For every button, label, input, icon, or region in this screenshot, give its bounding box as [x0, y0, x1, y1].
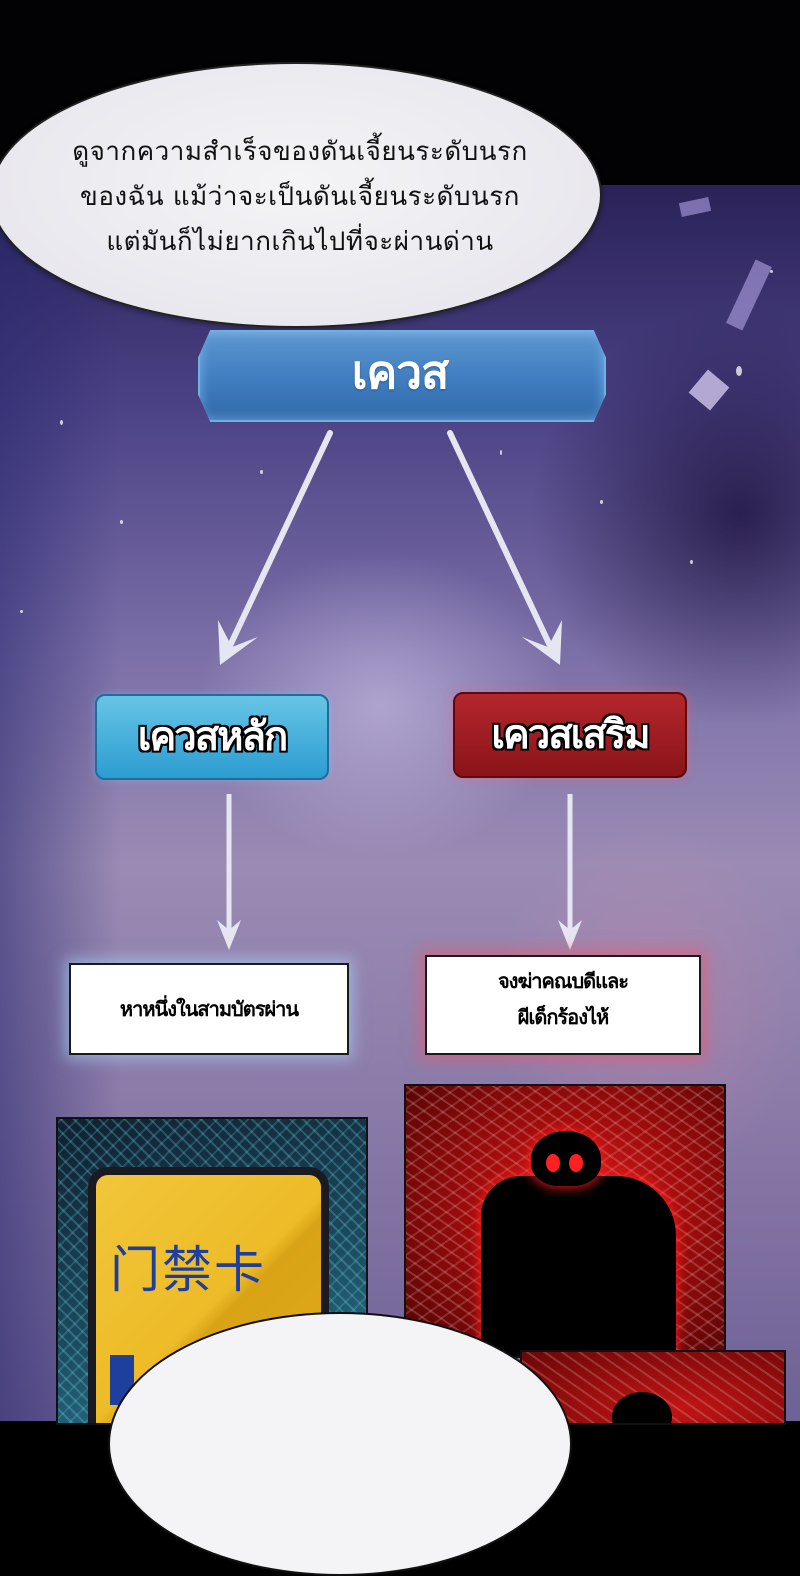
main-quest-label: เควสหลัก — [137, 713, 289, 761]
sparkle — [260, 470, 263, 474]
quest-root-label: เควส — [351, 345, 449, 399]
sparkle — [120, 520, 123, 524]
speech-bubble-top — [0, 62, 602, 328]
sparkle — [690, 560, 693, 564]
arrow-down-left-icon — [218, 430, 333, 665]
side-quest-note-line: ผีเด็กร้องไห้ — [517, 1005, 609, 1029]
sparkle — [736, 366, 742, 376]
main-quest-banner: เควสหลัก — [95, 694, 329, 780]
sparkle — [600, 500, 603, 504]
main-quest-note: หาหนึ่งในสามบัตรผ่าน — [69, 963, 349, 1055]
arrow-down-right-icon — [447, 430, 562, 665]
shadow-figure-panel — [404, 1084, 726, 1358]
side-quest-note: จงฆ่าคณบดีและ ผีเด็กร้องไห้ — [425, 955, 701, 1055]
shadow-figure-body — [481, 1176, 676, 1356]
side-quest-label: เควสเสริม — [490, 711, 651, 759]
speech-line: ของฉัน แม้ว่าจะเป็นดันเจี้ยนระดับนรก — [80, 182, 520, 212]
speech-bubble-text: ดูจากความสำเร็จของดันเจี้ยนระดับนรก ของฉ… — [10, 130, 590, 265]
comic-page: ดูจากความสำเร็จของดันเจี้ยนระดับนรก ของฉ… — [0, 62, 800, 1576]
speech-bubble-bottom — [108, 1312, 572, 1576]
side-quest-note-line: จงฆ่าคณบดีและ — [497, 969, 629, 993]
quest-root-banner — [198, 330, 606, 422]
sparkle — [500, 450, 502, 455]
speech-line: ดูจากความสำเร็จของดันเจี้ยนระดับนรก — [72, 137, 528, 167]
sparkle — [20, 610, 23, 613]
side-quest-banner: เควสเสริม — [453, 692, 687, 778]
arrow-down-icon — [558, 794, 582, 950]
sparkle — [770, 270, 773, 273]
glowing-eye-icon — [546, 1154, 560, 1172]
shadow-figure-head — [531, 1131, 601, 1186]
access-card-text: 门禁卡 — [110, 1241, 266, 1299]
glowing-eye-icon — [569, 1154, 583, 1172]
speech-line: แต่มันก็ไม่ยากเกินไปที่จะผ่านด่าน — [106, 227, 494, 257]
main-quest-note-text: หาหนึ่งในสามบัตรผ่าน — [119, 997, 299, 1021]
sparkle — [60, 420, 63, 425]
shadow-figure-small — [612, 1392, 672, 1423]
arrow-down-icon — [217, 794, 241, 950]
